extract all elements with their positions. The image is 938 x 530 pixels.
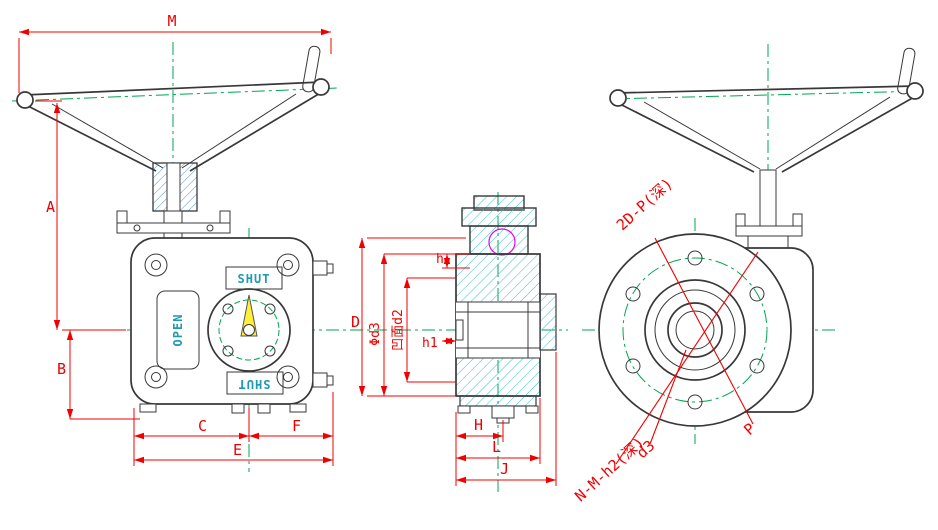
rear-view: 2D-P(深) N-M-h2(深) d3 P — [571, 44, 925, 505]
dim-label-j: J — [500, 460, 509, 478]
annotation-p: P — [740, 420, 759, 439]
dim-label-phi-d3: Φd3 — [368, 322, 383, 345]
handwheel-front — [16, 45, 330, 172]
dim-label-d: D — [351, 313, 360, 331]
stem-and-bracket-rear — [735, 169, 803, 251]
section-dimensions: D Φd3 凹面d2 h h1 H L J — [351, 237, 557, 486]
stem-and-bracket-front — [116, 162, 231, 242]
dim-label-cap-h: H — [474, 416, 483, 434]
dim-label-c: C — [198, 417, 207, 435]
handwheel-rear — [609, 47, 924, 173]
section-view: D Φd3 凹面d2 h h1 H L J — [350, 192, 568, 492]
position-indicator — [207, 288, 291, 372]
annotation-bolt-depth: 2D-P(深) — [613, 174, 676, 234]
dim-label-m: M — [167, 12, 176, 30]
indicator-plates: SHUT OPEN SHUT — [156, 266, 284, 395]
shut-top-label: SHUT — [238, 272, 271, 286]
concave-recess — [455, 319, 464, 341]
dim-label-h1: h1 — [422, 336, 438, 351]
dim-label-l: L — [492, 438, 501, 456]
dim-label-f: F — [292, 417, 301, 435]
open-label: OPEN — [171, 314, 185, 347]
front-dimensions: M A B C F E — [18, 12, 334, 466]
dim-label-a: A — [46, 198, 55, 216]
dim-label-h: h — [436, 252, 444, 267]
dim-label-b: B — [57, 360, 66, 378]
bolt-circle — [622, 257, 768, 403]
front-view: SHUT OPEN SHUT M A — [11, 12, 350, 472]
shut-bottom-label: SHUT — [238, 377, 271, 391]
flange-circle — [598, 233, 792, 427]
dim-label-concave-d2: 凹面d2 — [391, 309, 406, 351]
section-body — [455, 195, 557, 424]
dim-label-e: E — [233, 441, 242, 459]
